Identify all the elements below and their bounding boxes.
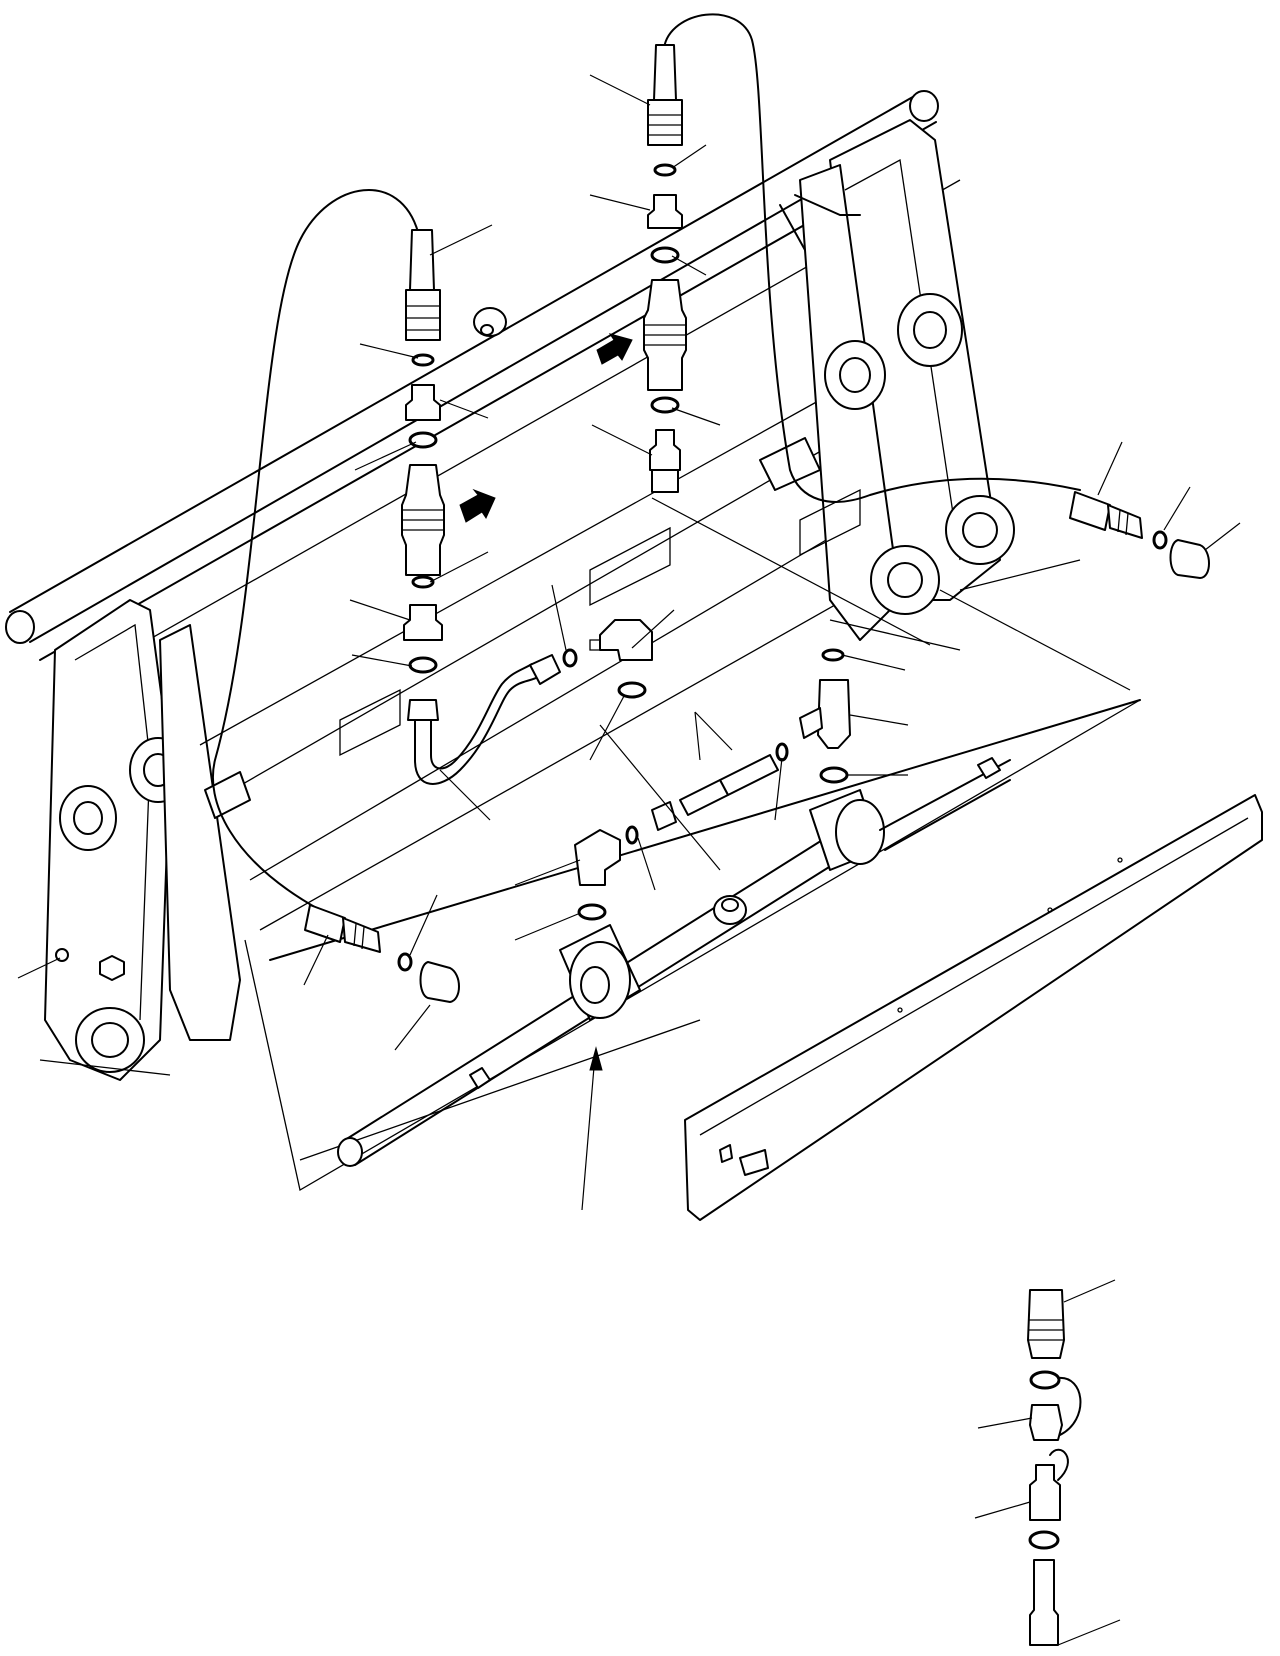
coupler-detail-view <box>974 1279 1121 1646</box>
bent-tube <box>414 648 578 785</box>
elbow-fitting-upper <box>589 619 653 699</box>
left-hose-end <box>304 904 460 1003</box>
right-hose-end <box>1069 491 1210 579</box>
loader-bucket-frame <box>5 90 1141 1192</box>
connector-pipe <box>625 742 789 845</box>
elbow-fitting-lower <box>574 829 621 921</box>
cover-plate <box>684 794 1263 1221</box>
left-quick-coupler-assembly <box>211 189 496 911</box>
leader-lines <box>17 74 1241 1211</box>
right-quick-coupler-assembly <box>596 13 1081 503</box>
grease-cylinder <box>337 757 1011 1167</box>
tee-fitting <box>799 648 851 784</box>
